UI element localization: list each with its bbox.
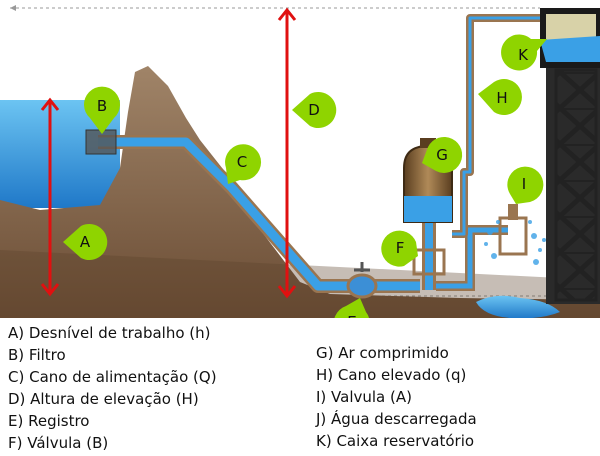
- marker-i-label: I: [522, 175, 526, 193]
- marker-h: H: [478, 79, 522, 116]
- register-valve: [346, 273, 378, 299]
- legend-item-g: G) Ar comprimido: [316, 344, 449, 362]
- marker-i: I: [507, 166, 544, 204]
- marker-k: K: [501, 34, 547, 71]
- marker-e-label: E: [347, 313, 356, 318]
- marker-c: C: [225, 144, 262, 184]
- legend-left: A) Desnível de trabalho (h) B) Filtro C)…: [8, 322, 217, 454]
- legend-item-h: H) Cano elevado (q): [316, 366, 467, 384]
- marker-b-label: B: [97, 97, 107, 115]
- legend-item-f: F) Válvula (B): [8, 434, 109, 452]
- valve-a: [498, 216, 528, 256]
- legend-item-i: I) Valvula (A): [316, 388, 412, 406]
- legend-item-k: K) Caixa reservatório: [316, 432, 475, 450]
- legend-item-e: E) Registro: [8, 412, 90, 430]
- filter: [86, 130, 116, 154]
- marker-b: B: [84, 86, 120, 134]
- earth-ground: [0, 66, 600, 318]
- marker-a-label: A: [80, 233, 91, 251]
- valve-b: [412, 248, 446, 276]
- height-arrow-d: [277, 7, 297, 299]
- legend-item-j: J) Água descarregada: [316, 410, 477, 428]
- marker-g: G: [422, 136, 463, 173]
- marker-e: E: [334, 298, 370, 318]
- marker-k-label: K: [518, 46, 529, 64]
- height-arrow-a: [40, 97, 60, 297]
- legend-item-d: D) Altura de elevação (H): [8, 390, 199, 408]
- marker-d: D: [292, 92, 337, 128]
- water-spray: [484, 220, 546, 265]
- legend-item-a: A) Desnível de trabalho (h): [8, 324, 211, 342]
- marker-c-label: C: [237, 153, 247, 171]
- marker-h-label: H: [496, 89, 507, 107]
- discharged-water: [476, 295, 560, 318]
- legend-item-b: B) Filtro: [8, 346, 66, 364]
- legend-right: G) Ar comprimido H) Cano elevado (q) I) …: [316, 342, 477, 452]
- marker-a: A: [63, 224, 108, 260]
- legend-item-c: C) Cano de alimentação (Q): [8, 368, 217, 386]
- diagram-scene: A B C D E F G H: [0, 5, 600, 318]
- marker-g-label: G: [436, 146, 448, 164]
- marker-f: F: [381, 230, 418, 267]
- marker-f-label: F: [396, 239, 405, 257]
- marker-d-label: D: [308, 101, 320, 119]
